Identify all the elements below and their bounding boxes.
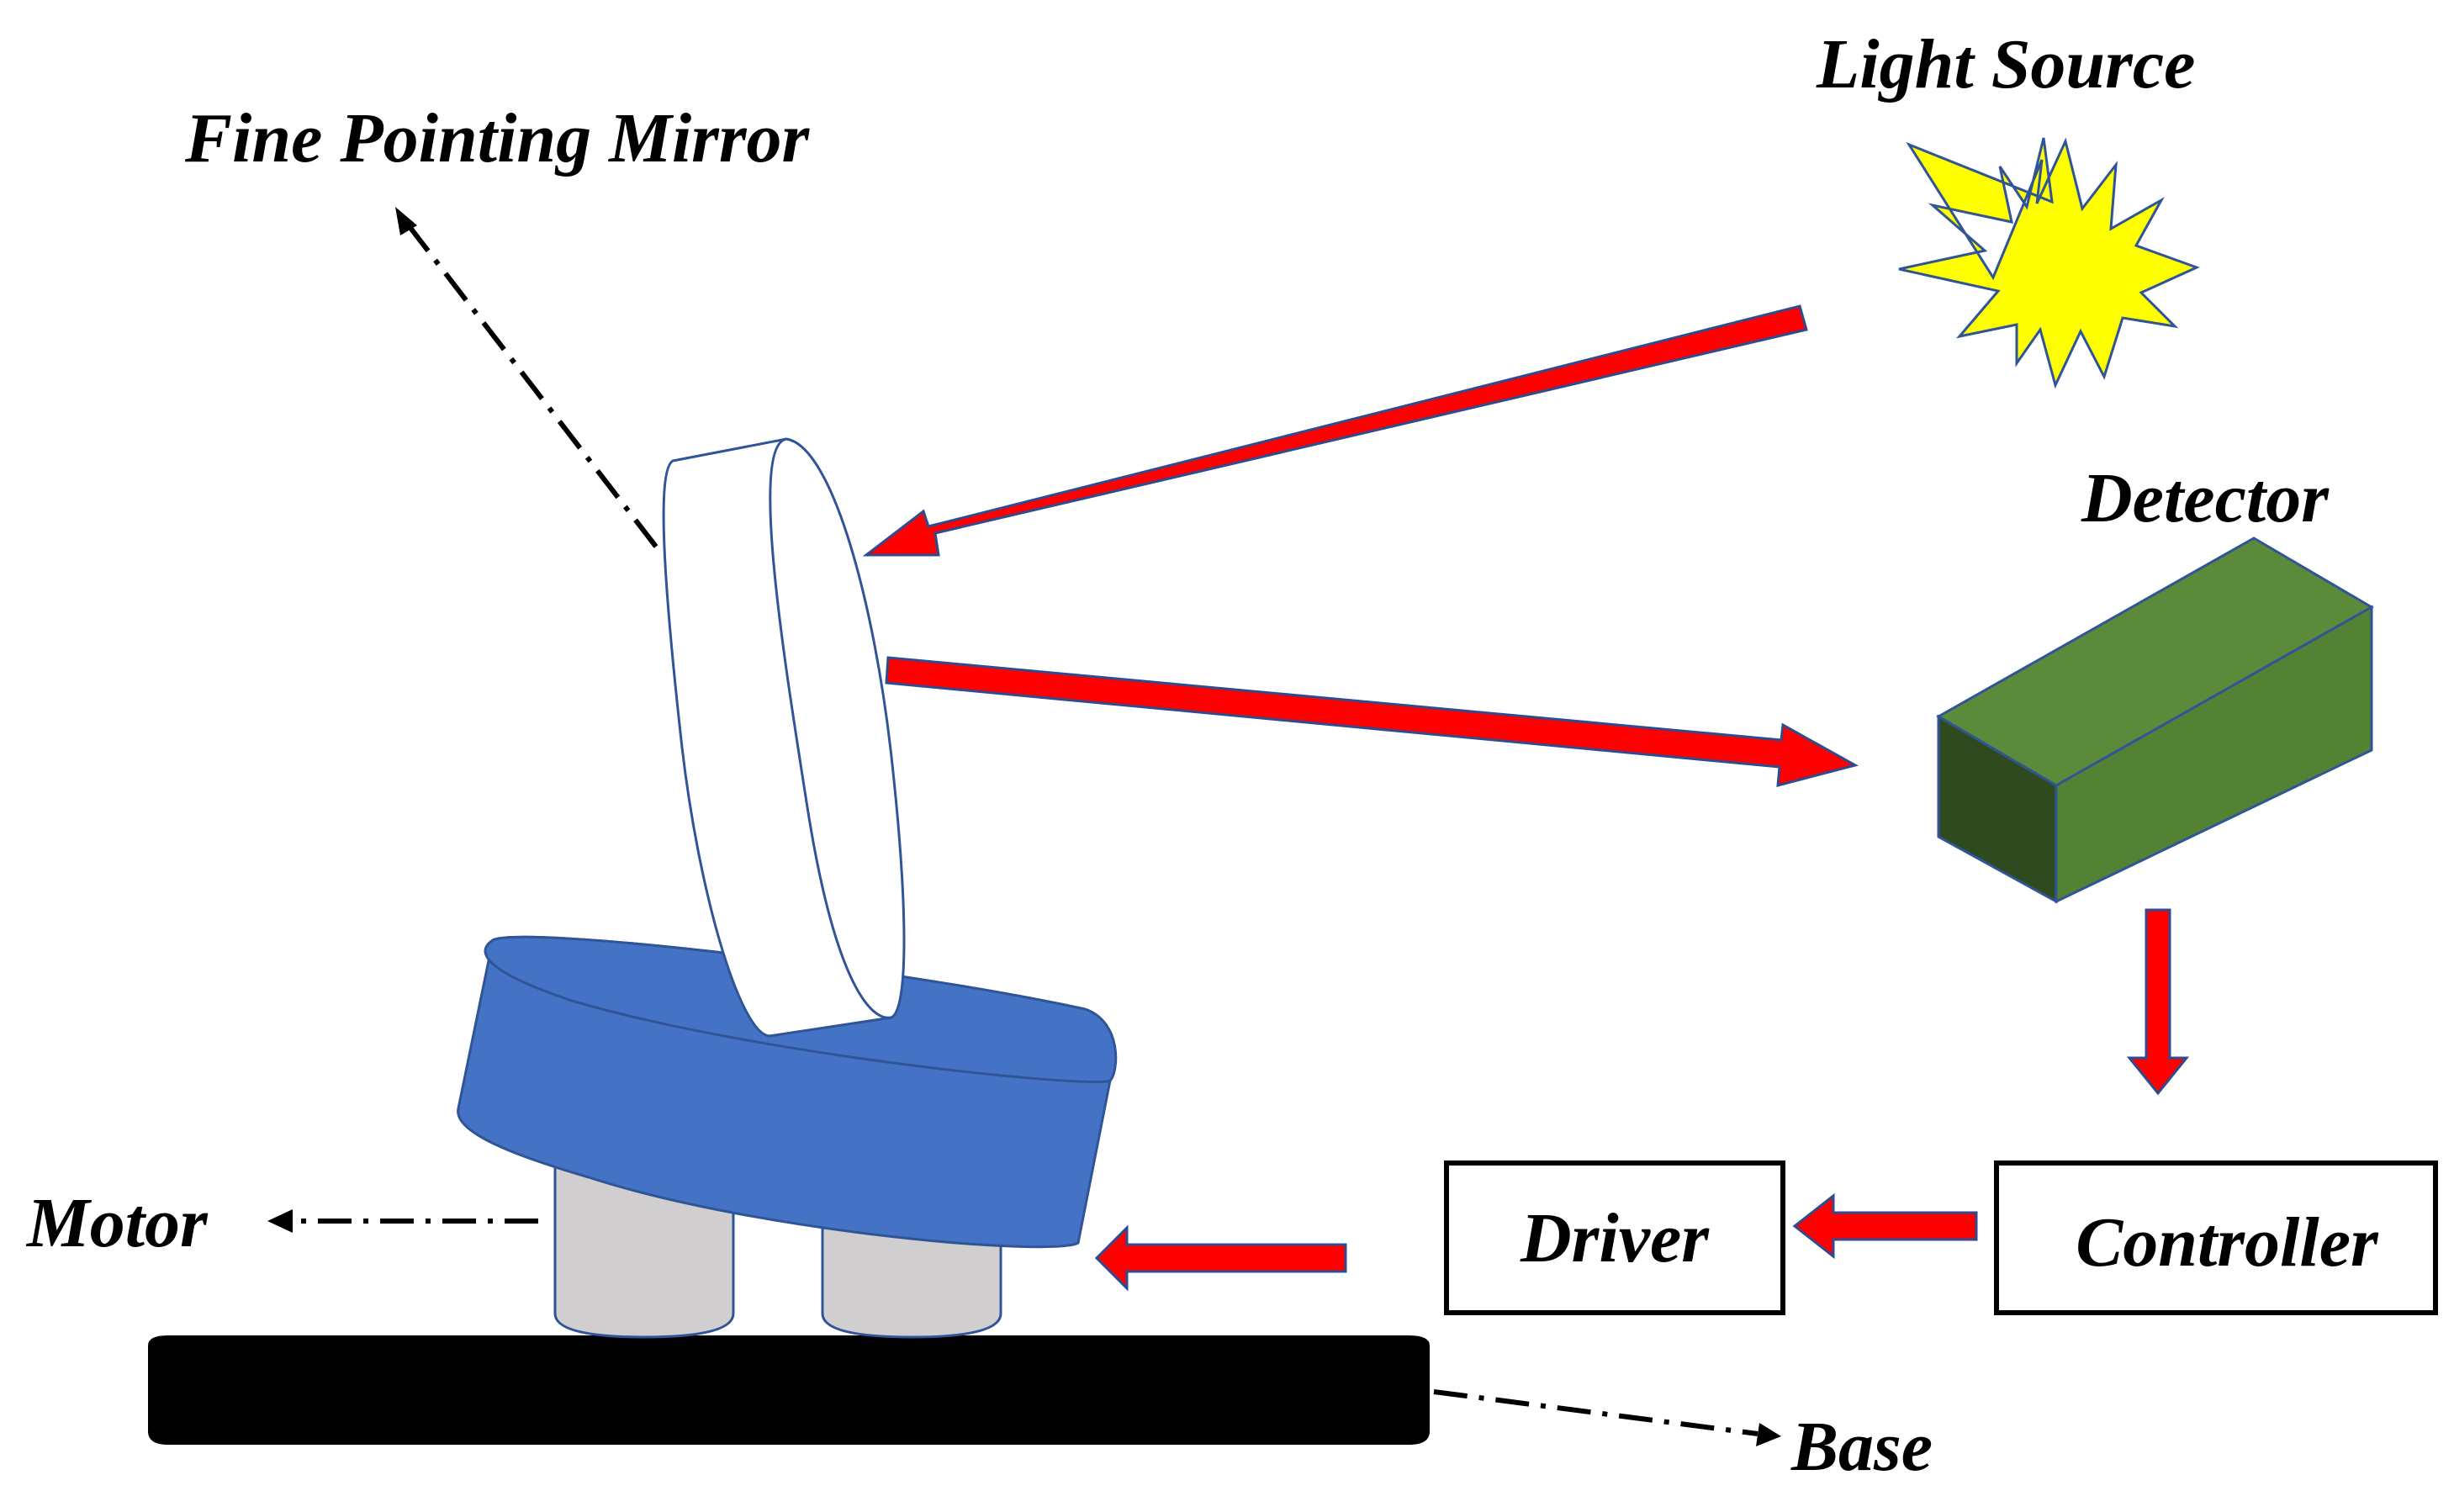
leader-base-arrowhead [1756, 1423, 1781, 1446]
label-fine-pointing-mirror: Fine Pointing Mirror [184, 99, 811, 177]
light-source-star-icon [1898, 137, 2200, 389]
arrow-detector-to-controller [2126, 908, 2190, 1096]
leader-base [1433, 1389, 1781, 1446]
label-motor: Motor [25, 1184, 209, 1262]
arrow-controller-to-driver [1792, 1192, 1978, 1260]
label-controller: Controller [2076, 1203, 2379, 1282]
label-detector: Detector [2081, 459, 2330, 537]
leader-motor [267, 1209, 538, 1233]
leader-motor-arrowhead [267, 1209, 293, 1233]
detector-box [1935, 537, 2375, 904]
label-driver: Driver [1520, 1199, 1710, 1277]
arrow-mirror-to-detector [885, 656, 1859, 787]
controller-box [1994, 1160, 2438, 1315]
driver-box [1444, 1160, 1785, 1315]
label-light-source: Light Source [1816, 25, 2195, 103]
fine-pointing-mirror [662, 437, 906, 1038]
base-platform [148, 1335, 1430, 1445]
arrow-light-to-mirror [862, 304, 1808, 557]
label-base: Base [1790, 1408, 1933, 1486]
leader-mirror-arrowhead [395, 207, 417, 235]
leader-mirror [395, 207, 658, 548]
arrow-driver-to-motor [1094, 1224, 1347, 1292]
